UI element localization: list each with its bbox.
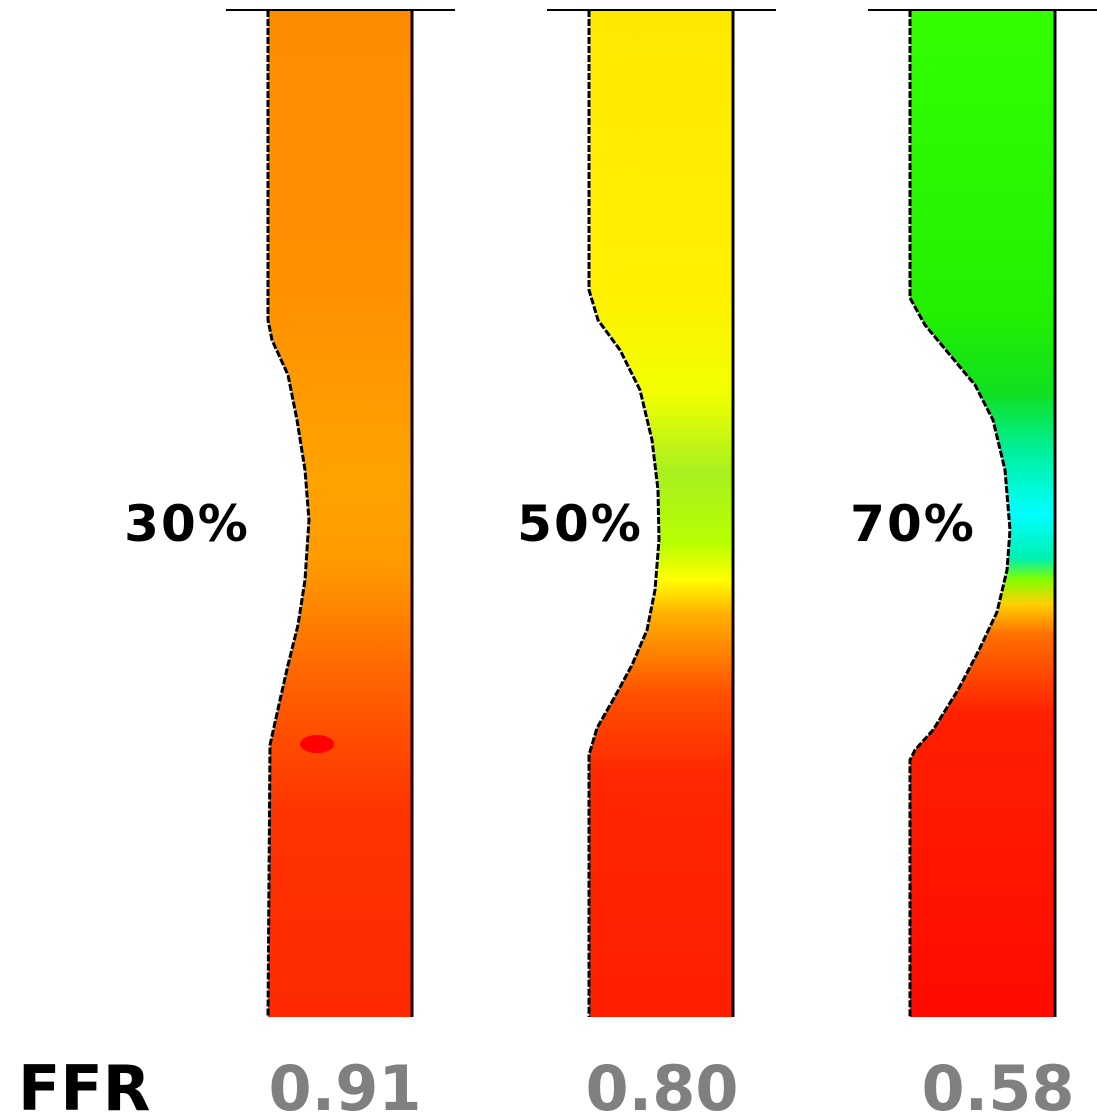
vessel-30 bbox=[226, 9, 455, 1018]
vessel-lumen-50 bbox=[589, 10, 733, 1017]
stenosis-label-70: 70% bbox=[850, 495, 976, 553]
vessel-wall-left-70 bbox=[908, 10, 1012, 1017]
stenosis-label-50: 50% bbox=[517, 495, 643, 553]
pressure-marker bbox=[300, 735, 334, 753]
vessel-70 bbox=[868, 9, 1097, 1017]
vessel-wall-left-50 bbox=[587, 10, 661, 1017]
vessel-lumen-30 bbox=[268, 10, 412, 1017]
stenosis-label-30: 30% bbox=[124, 495, 250, 553]
ffr-value-70: 0.58 bbox=[922, 1052, 1075, 1118]
ffr-row-label: FFR bbox=[18, 1052, 150, 1118]
vessel-50 bbox=[547, 9, 776, 1017]
vessel-lumen-70 bbox=[910, 10, 1055, 1017]
ffr-value-50: 0.80 bbox=[586, 1052, 739, 1118]
ffr-value-30: 0.91 bbox=[269, 1052, 422, 1118]
vessel-wall-left-30 bbox=[266, 10, 311, 1018]
